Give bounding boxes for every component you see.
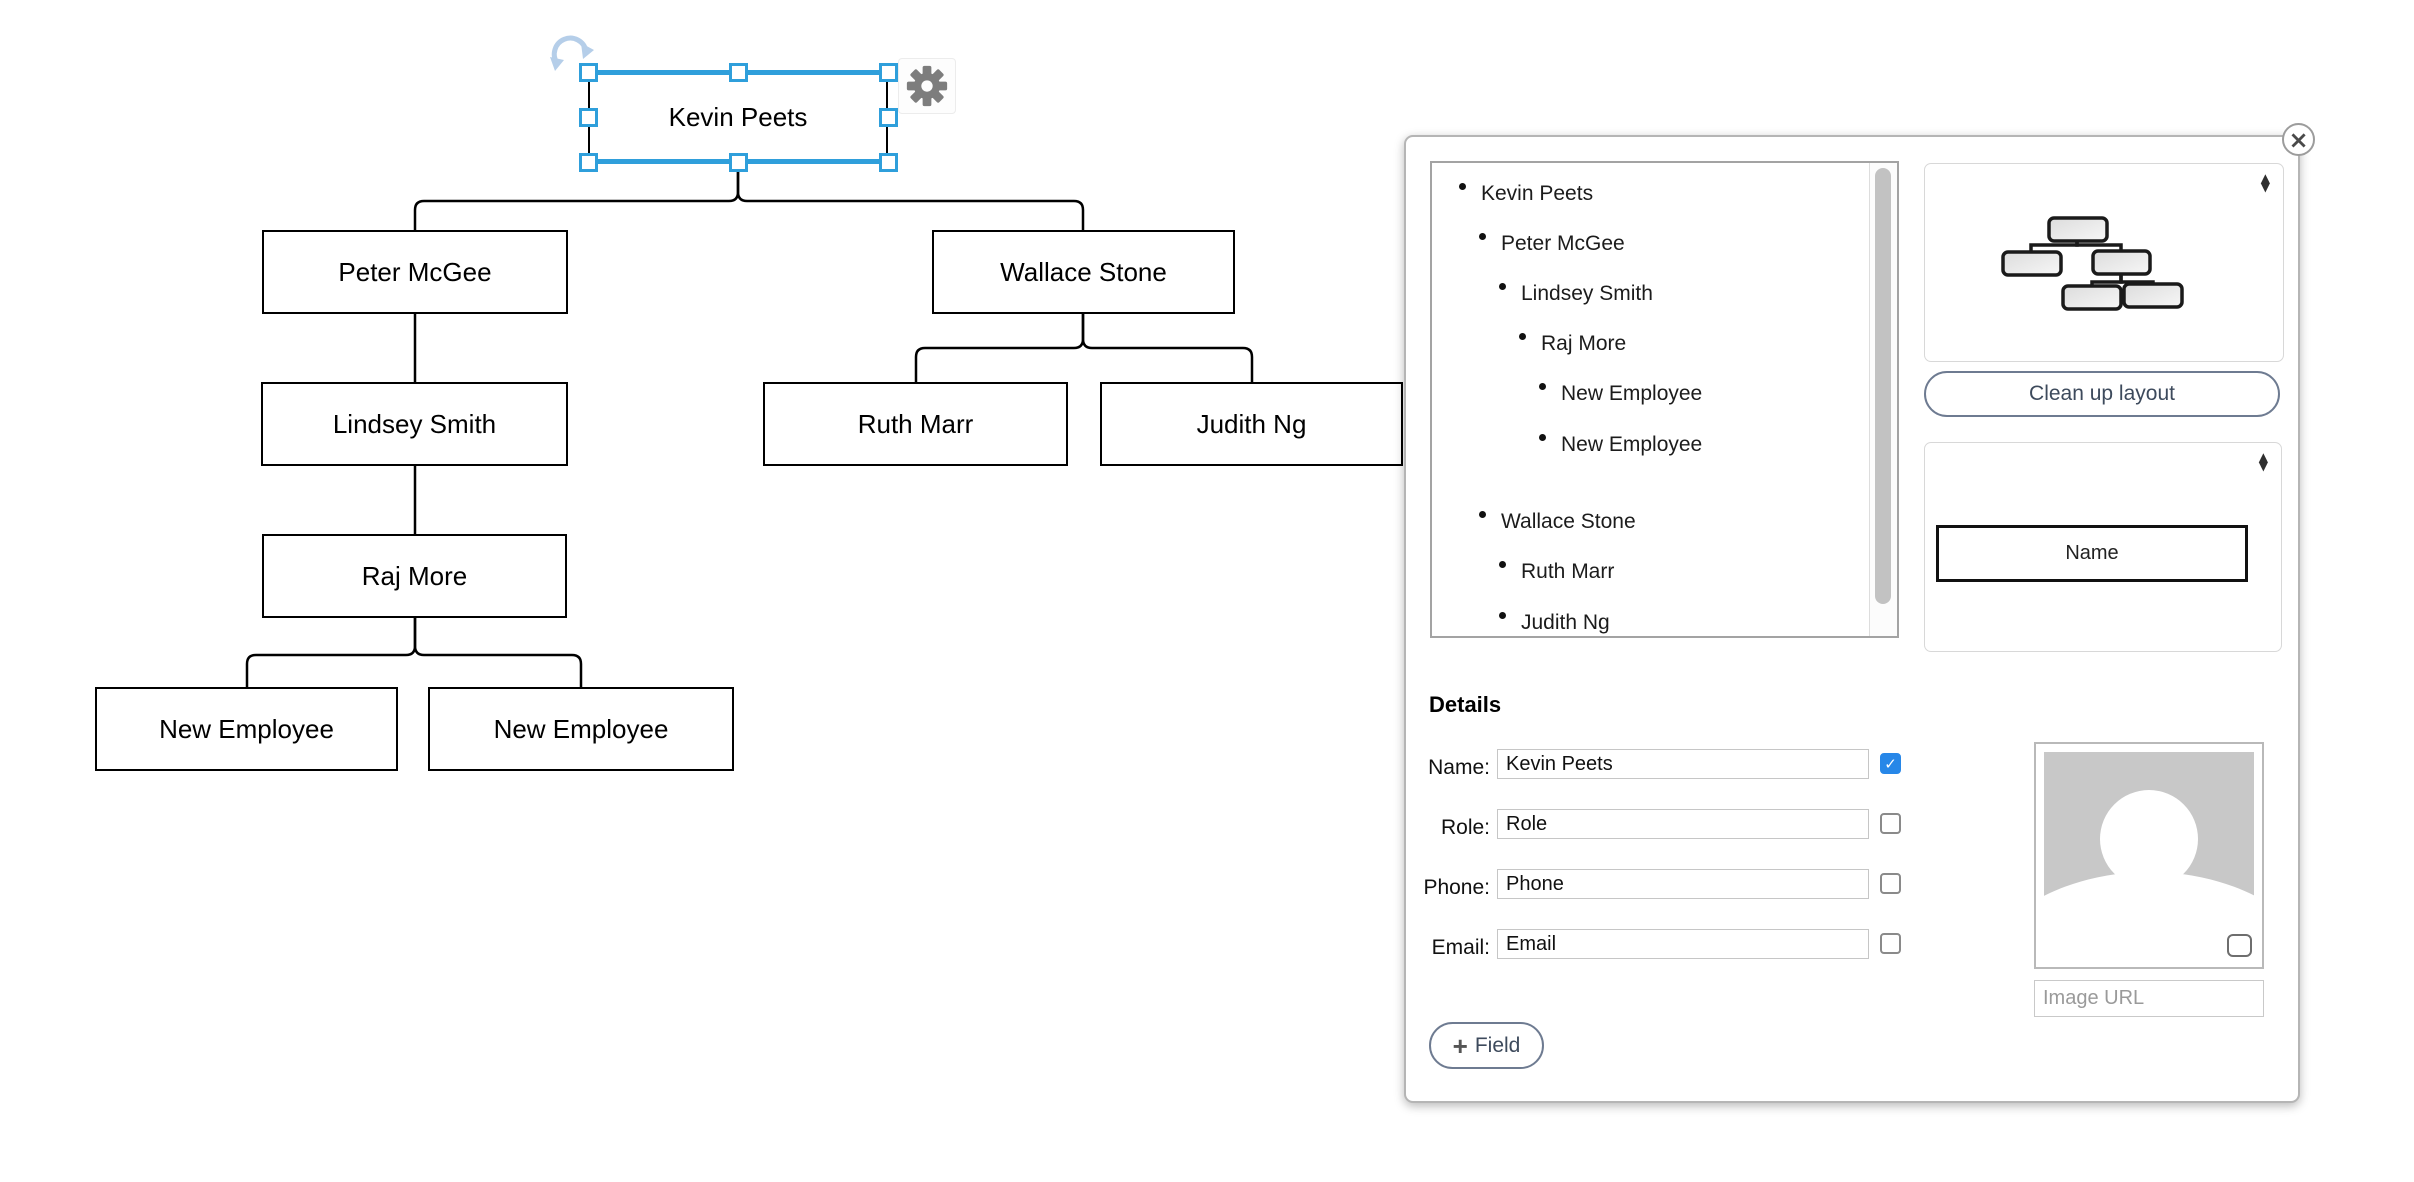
details-heading: Details bbox=[1429, 692, 1502, 717]
bullet-icon bbox=[1499, 611, 1506, 619]
gear-icon bbox=[906, 65, 948, 107]
node-label: New Employee bbox=[159, 713, 334, 744]
node-kevin-peets[interactable]: Kevin Peets bbox=[588, 72, 888, 162]
email-field-input[interactable] bbox=[1497, 929, 1869, 959]
role-field-checkbox[interactable] bbox=[1880, 813, 1901, 834]
resize-handle-sw[interactable] bbox=[579, 153, 598, 172]
name-field-label: Name: bbox=[1428, 756, 1490, 779]
bullet-icon bbox=[1539, 433, 1546, 441]
image-url-input[interactable] bbox=[2034, 980, 2264, 1017]
node-lindsey-smith[interactable]: Lindsey Smith bbox=[261, 382, 568, 466]
tree-item-label: Raj More bbox=[1541, 332, 1627, 355]
email-field-label: Email: bbox=[1431, 936, 1490, 959]
tree-item-label: Peter McGee bbox=[1501, 232, 1625, 255]
bullet-icon bbox=[1499, 282, 1506, 290]
tree-item-label: Kevin Peets bbox=[1481, 182, 1594, 205]
preview-name-shape: Name bbox=[1936, 525, 2248, 582]
avatar-head-shape bbox=[2100, 790, 2198, 888]
add-field-label: Field bbox=[1474, 1033, 1521, 1057]
shape-settings-button[interactable] bbox=[898, 58, 956, 114]
resize-handle-e[interactable] bbox=[879, 108, 898, 127]
email-field-checkbox[interactable] bbox=[1880, 933, 1901, 954]
tree-item-new-employee-1[interactable]: New Employee bbox=[1539, 380, 1702, 408]
hierarchy-tree: Kevin Peets Peter McGee Lindsey Smith Ra… bbox=[1430, 161, 1899, 638]
node-label: Peter McGee bbox=[338, 256, 492, 287]
bullet-icon bbox=[1479, 232, 1486, 240]
tree-item-new-employee-2[interactable]: New Employee bbox=[1539, 431, 1702, 459]
role-field-label: Role: bbox=[1440, 816, 1490, 839]
close-button[interactable]: × bbox=[2282, 123, 2315, 156]
tree-item-label: Ruth Marr bbox=[1521, 560, 1615, 583]
node-label: New Employee bbox=[493, 713, 669, 744]
tree-item-ruth-marr[interactable]: Ruth Marr bbox=[1499, 558, 1614, 586]
avatar-placeholder-image bbox=[2044, 752, 2254, 959]
org-chart-options-panel: × Kevin Peets Peter McGee Lindsey Smith … bbox=[1404, 123, 2315, 1103]
tree-scrollbar-track[interactable] bbox=[1869, 163, 1897, 636]
resize-handle-s[interactable] bbox=[729, 153, 748, 172]
resize-handle-nw[interactable] bbox=[579, 63, 598, 82]
tree-item-label: Judith Ng bbox=[1521, 611, 1610, 634]
reorder-icon[interactable]: ▲ ▼ bbox=[2260, 171, 2270, 194]
node-ruth-marr[interactable]: Ruth Marr bbox=[763, 382, 1068, 466]
node-wallace-stone[interactable]: Wallace Stone bbox=[932, 230, 1235, 314]
tree-scrollbar-thumb[interactable] bbox=[1875, 168, 1891, 604]
check-icon: ✓ bbox=[1884, 754, 1897, 773]
tree-item-label: Wallace Stone bbox=[1501, 510, 1636, 533]
phone-field-input[interactable] bbox=[1497, 869, 1869, 899]
tree-item-label: New Employee bbox=[1561, 382, 1703, 405]
phone-field-label: Phone: bbox=[1423, 876, 1490, 899]
resize-handle-ne[interactable] bbox=[879, 63, 898, 82]
tree-item-peter-mcgee[interactable]: Peter McGee bbox=[1479, 230, 1625, 258]
role-field-input[interactable] bbox=[1497, 809, 1869, 839]
tree-item-judith-ng[interactable]: Judith Ng bbox=[1499, 609, 1610, 636]
resize-handle-se[interactable] bbox=[879, 153, 898, 172]
node-label: Kevin Peets bbox=[668, 101, 808, 132]
node-raj-more[interactable]: Raj More bbox=[262, 534, 567, 618]
node-new-employee-2[interactable]: New Employee bbox=[428, 687, 734, 771]
tree-item-wallace-stone[interactable]: Wallace Stone bbox=[1479, 508, 1636, 536]
node-judith-ng[interactable]: Judith Ng bbox=[1100, 382, 1403, 466]
org-chart-layout-icon bbox=[2001, 216, 2184, 311]
plus-icon: + bbox=[1452, 1030, 1468, 1061]
resize-handle-n[interactable] bbox=[729, 63, 748, 82]
rotate-handle-icon[interactable] bbox=[546, 24, 594, 72]
bullet-icon bbox=[1499, 560, 1506, 568]
bullet-icon bbox=[1479, 510, 1486, 518]
node-peter-mcgee[interactable]: Peter McGee bbox=[262, 230, 568, 314]
avatar-body-shape bbox=[2044, 872, 2254, 959]
node-label: Lindsey Smith bbox=[332, 408, 497, 439]
tree-item-label: Lindsey Smith bbox=[1521, 282, 1653, 305]
phone-field-checkbox[interactable] bbox=[1880, 873, 1901, 894]
bullet-icon bbox=[1519, 332, 1526, 340]
image-field-checkbox[interactable] bbox=[2227, 934, 2252, 957]
name-field-checkbox[interactable]: ✓ bbox=[1880, 753, 1901, 774]
node-label: Wallace Stone bbox=[1000, 256, 1167, 287]
reorder-icon[interactable]: ▲ ▼ bbox=[2258, 450, 2268, 473]
node-label: Raj More bbox=[361, 560, 468, 591]
tree-item-raj-more[interactable]: Raj More bbox=[1519, 330, 1626, 358]
tree-item-label: New Employee bbox=[1561, 433, 1703, 456]
preview-name-label: Name bbox=[2065, 542, 2119, 564]
tree-item-lindsey-smith[interactable]: Lindsey Smith bbox=[1499, 280, 1653, 308]
clean-up-layout-button[interactable]: Clean up layout bbox=[1924, 371, 2280, 417]
avatar-preview bbox=[2034, 742, 2264, 969]
close-icon: × bbox=[2288, 125, 2309, 154]
node-new-employee-1[interactable]: New Employee bbox=[95, 687, 398, 771]
bullet-icon bbox=[1539, 382, 1546, 390]
node-label: Judith Ng bbox=[1196, 408, 1307, 439]
bullet-icon bbox=[1459, 182, 1466, 190]
clean-up-layout-label: Clean up layout bbox=[2029, 382, 2175, 405]
layout-style-card[interactable]: ▲ ▼ bbox=[1924, 163, 2284, 362]
resize-handle-w[interactable] bbox=[579, 108, 598, 127]
node-label: Ruth Marr bbox=[857, 408, 974, 439]
add-field-button[interactable]: + Field bbox=[1429, 1022, 1544, 1069]
shape-preview-card[interactable]: ▲ ▼ Name bbox=[1924, 442, 2282, 652]
tree-item-kevin-peets[interactable]: Kevin Peets bbox=[1459, 180, 1593, 208]
name-field-input[interactable] bbox=[1497, 749, 1869, 779]
